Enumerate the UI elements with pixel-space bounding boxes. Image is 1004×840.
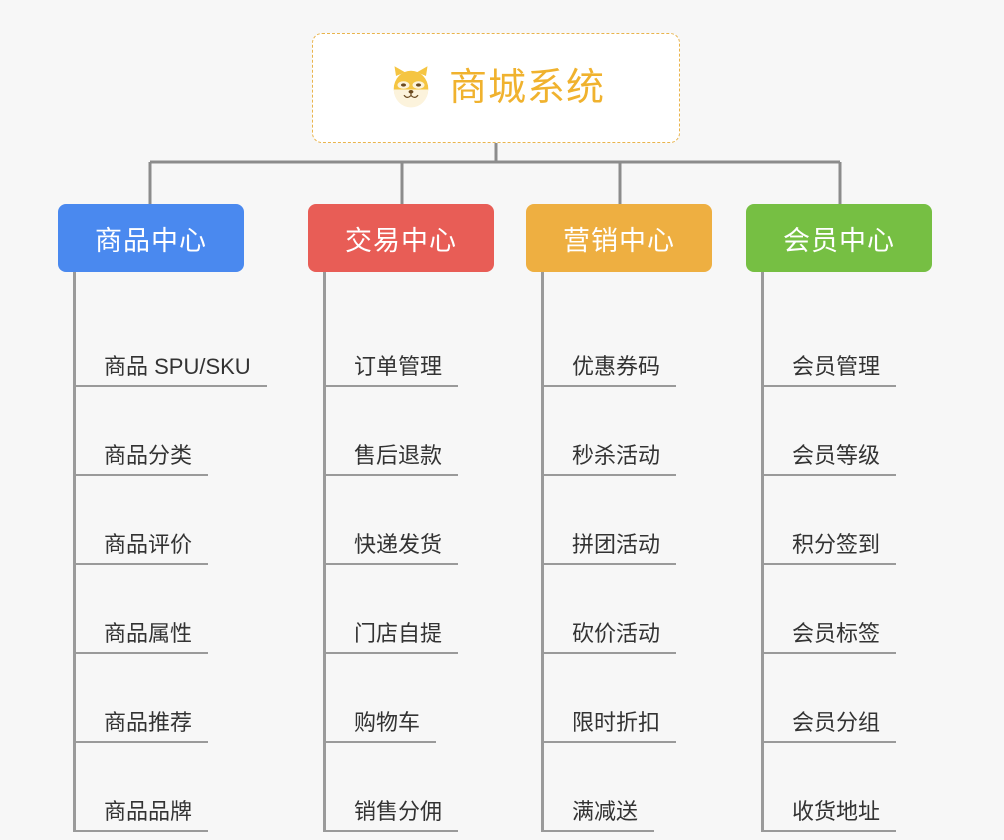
- list-item[interactable]: 拼团活动: [544, 476, 712, 565]
- list-item[interactable]: 商品属性: [76, 565, 244, 654]
- list-item[interactable]: 商品评价: [76, 476, 244, 565]
- leaf-label: 购物车: [326, 710, 437, 743]
- leaf-label: 拼团活动: [544, 532, 677, 565]
- leaf-label: 会员标签: [764, 621, 897, 654]
- list-item[interactable]: 购物车: [326, 654, 494, 743]
- list-item[interactable]: 会员管理: [764, 298, 932, 387]
- list-item[interactable]: 积分签到: [764, 476, 932, 565]
- category-column-1: 交易中心 订单管理 售后退款 快递发货 门店自提 购物车 销售分佣: [308, 204, 494, 832]
- list-item[interactable]: 优惠券码: [544, 298, 712, 387]
- list-item[interactable]: 销售分佣: [326, 743, 494, 832]
- root-title: 商城系统: [448, 67, 605, 109]
- leaf-label: 商品 SPU/SKU: [76, 354, 267, 387]
- leaf-label: 商品属性: [76, 621, 209, 654]
- leaf-label: 会员分组: [764, 710, 897, 743]
- list-item[interactable]: 订单管理: [326, 298, 494, 387]
- leaf-list-0: 商品 SPU/SKU 商品分类 商品评价 商品属性 商品推荐 商品品牌: [73, 272, 267, 832]
- leaf-label: 门店自提: [326, 621, 459, 654]
- list-item[interactable]: 收货地址: [764, 743, 932, 832]
- category-title-0: 商品中心: [95, 225, 207, 256]
- leaf-list-3: 会员管理 会员等级 积分签到 会员标签 会员分组 收货地址: [761, 272, 932, 832]
- category-header-0[interactable]: 商品中心: [58, 204, 244, 272]
- category-title-1: 交易中心: [345, 225, 457, 256]
- leaf-list-2: 优惠券码 秒杀活动 拼团活动 砍价活动 限时折扣 满减送: [541, 272, 712, 832]
- list-item[interactable]: 商品推荐: [76, 654, 244, 743]
- list-item[interactable]: 秒杀活动: [544, 387, 712, 476]
- leaf-label: 会员等级: [764, 443, 897, 476]
- category-column-3: 会员中心 会员管理 会员等级 积分签到 会员标签 会员分组 收货地址: [746, 204, 932, 832]
- leaf-label: 销售分佣: [326, 799, 459, 832]
- list-item[interactable]: 门店自提: [326, 565, 494, 654]
- leaf-label: 商品分类: [76, 443, 209, 476]
- leaf-label: 限时折扣: [544, 710, 677, 743]
- list-item[interactable]: 快递发货: [326, 476, 494, 565]
- leaf-label: 积分签到: [764, 532, 897, 565]
- list-item[interactable]: 满减送: [544, 743, 712, 832]
- list-item[interactable]: 商品品牌: [76, 743, 244, 832]
- leaf-label: 优惠券码: [544, 354, 677, 387]
- list-item[interactable]: 限时折扣: [544, 654, 712, 743]
- category-title-3: 会员中心: [783, 225, 895, 256]
- category-title-2: 营销中心: [563, 225, 675, 256]
- shiba-dog-face-icon: [387, 64, 435, 112]
- leaf-label: 满减送: [544, 799, 655, 832]
- category-header-3[interactable]: 会员中心: [746, 204, 932, 272]
- category-header-1[interactable]: 交易中心: [308, 204, 494, 272]
- list-item[interactable]: 商品分类: [76, 387, 244, 476]
- leaf-label: 会员管理: [764, 354, 897, 387]
- list-item[interactable]: 会员标签: [764, 565, 932, 654]
- leaf-label: 售后退款: [326, 443, 459, 476]
- leaf-label: 砍价活动: [544, 621, 677, 654]
- leaf-list-1: 订单管理 售后退款 快递发货 门店自提 购物车 销售分佣: [323, 272, 494, 832]
- leaf-label: 秒杀活动: [544, 443, 677, 476]
- leaf-label: 收货地址: [764, 799, 897, 832]
- leaf-label: 订单管理: [326, 354, 459, 387]
- leaf-label: 商品评价: [76, 532, 209, 565]
- list-item[interactable]: 商品 SPU/SKU: [76, 298, 267, 387]
- list-item[interactable]: 砍价活动: [544, 565, 712, 654]
- root-node[interactable]: 商城系统: [312, 33, 680, 143]
- list-item[interactable]: 售后退款: [326, 387, 494, 476]
- leaf-label: 快递发货: [326, 532, 459, 565]
- leaf-label: 商品品牌: [76, 799, 209, 832]
- category-column-0: 商品中心 商品 SPU/SKU 商品分类 商品评价 商品属性 商品推荐 商品品牌: [58, 204, 267, 832]
- leaf-label: 商品推荐: [76, 710, 209, 743]
- list-item[interactable]: 会员分组: [764, 654, 932, 743]
- list-item[interactable]: 会员等级: [764, 387, 932, 476]
- category-column-2: 营销中心 优惠券码 秒杀活动 拼团活动 砍价活动 限时折扣 满减送: [526, 204, 712, 832]
- category-header-2[interactable]: 营销中心: [526, 204, 712, 272]
